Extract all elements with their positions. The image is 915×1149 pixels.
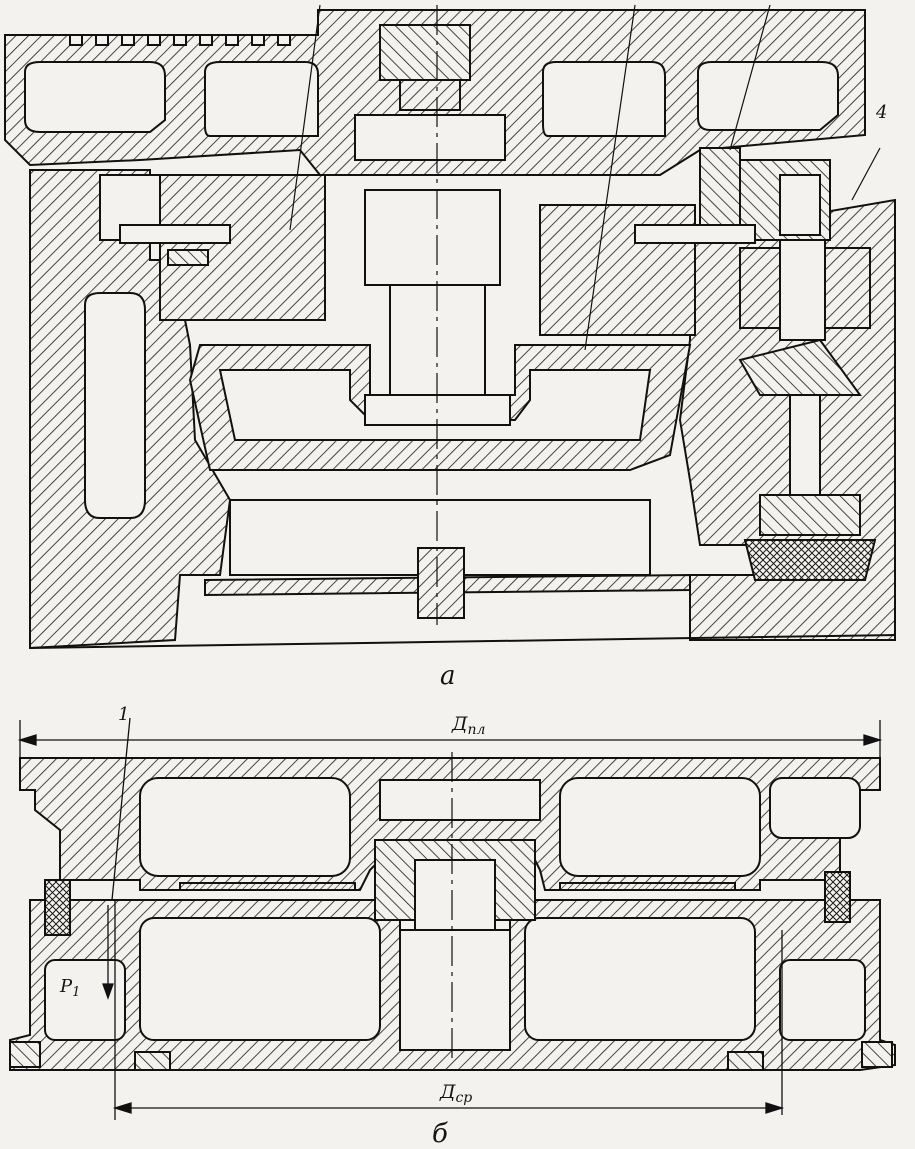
part-label-1: 1	[118, 704, 129, 725]
bearing-block	[159, 174, 326, 321]
base-cavity-b	[524, 917, 756, 1041]
bottom-rail	[29, 634, 896, 649]
center-boss-b	[414, 859, 496, 931]
center-hub	[417, 547, 465, 619]
force-label: P1	[59, 976, 80, 1000]
dim-label-top: Дпл	[451, 713, 485, 738]
dimension-lines	[17, 717, 883, 1120]
leader-lines	[289, 4, 881, 351]
foot	[134, 1051, 171, 1071]
table-cavity-b	[139, 777, 351, 877]
right-roller	[824, 871, 851, 923]
base-cavity-b	[44, 959, 126, 1041]
figure-a-drawing	[4, 4, 896, 650]
left-block	[167, 249, 209, 266]
table-cavity-b	[379, 779, 541, 821]
part-label-4: 4	[875, 102, 887, 123]
table-cavity-b	[559, 777, 761, 877]
center-pin-b	[399, 929, 511, 1051]
cup-inner	[218, 369, 652, 441]
table-cavity	[24, 61, 166, 133]
foot	[727, 1051, 764, 1071]
table-cavity	[204, 61, 319, 137]
table-cavity	[542, 61, 666, 137]
right-pin	[634, 224, 756, 244]
left-roller	[44, 879, 71, 936]
figure-b-drawing	[9, 717, 896, 1120]
dim-label-bottom: Дср	[439, 1081, 472, 1106]
caption-b: б	[432, 1119, 448, 1149]
foot	[9, 1041, 41, 1068]
table-cavity-b	[769, 777, 861, 839]
right-drive-shaft	[738, 159, 877, 581]
caption-a: а	[440, 661, 456, 691]
housing-window	[84, 292, 146, 519]
ring-strip	[559, 882, 736, 891]
table-slots	[69, 34, 291, 46]
base-cavity-b	[779, 959, 866, 1041]
base-cavity-b	[139, 917, 381, 1041]
ring-strip	[179, 882, 356, 891]
foot	[861, 1041, 893, 1068]
left-lever-pin	[119, 224, 231, 244]
table-cavity	[697, 61, 839, 131]
